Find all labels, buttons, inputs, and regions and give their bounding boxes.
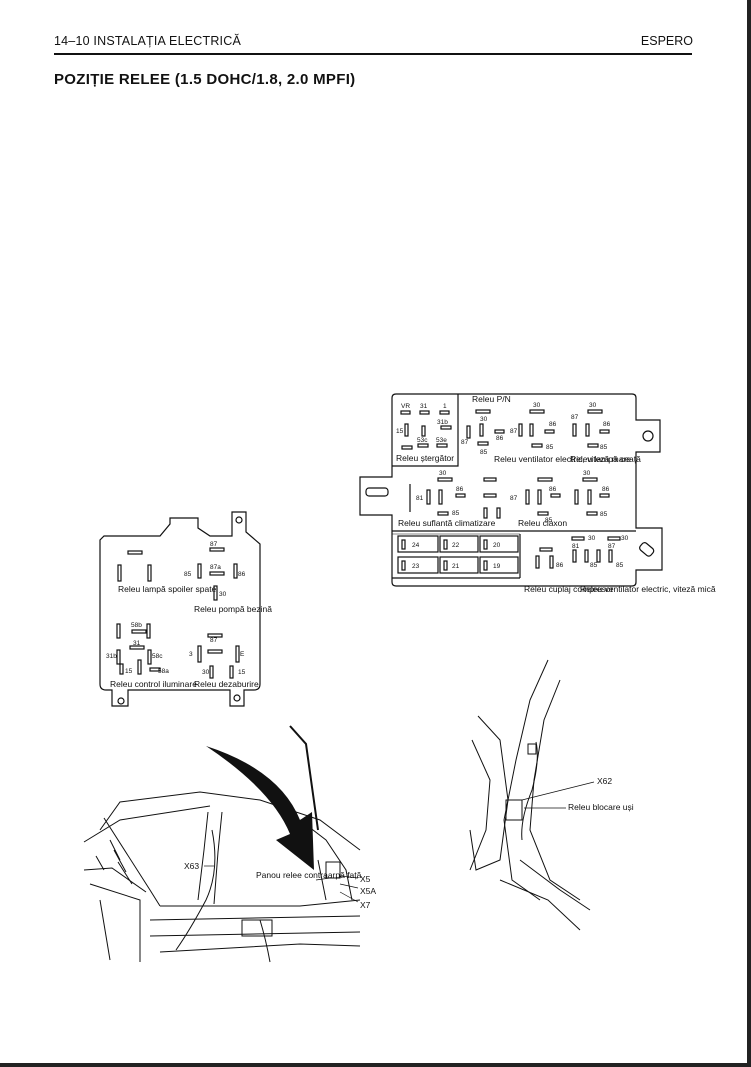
header-model: ESPERO bbox=[640, 34, 693, 48]
pin-pn-87: 87 bbox=[461, 439, 469, 446]
pin-pn-30: 30 bbox=[480, 416, 488, 423]
fuse-19: 19 bbox=[493, 563, 501, 570]
pin-sb-58c: 58c bbox=[152, 653, 163, 660]
pin-fh-87: 87 bbox=[510, 428, 518, 435]
callout-x5a: X5A bbox=[360, 886, 376, 896]
pin-fog-85: 85 bbox=[600, 444, 608, 451]
pin-fl-30a: 30 bbox=[588, 535, 596, 542]
pin-horn-87: 87 bbox=[510, 495, 518, 502]
label-fan-low-relay: Releu ventilator electric, viteză mică bbox=[580, 584, 716, 594]
pin-fh-86: 86 bbox=[549, 421, 557, 428]
pin-sb-31b: 31b bbox=[106, 653, 117, 660]
pin-sb-87a: 87a bbox=[210, 564, 221, 571]
pin-sb-87: 87 bbox=[210, 541, 218, 548]
pin-31b: 31b bbox=[437, 419, 448, 426]
door-pillar-drawing bbox=[469, 659, 591, 931]
pin-ac-30: 30 bbox=[439, 470, 447, 477]
label-light-control-relay: Releu control iluminare bbox=[110, 679, 197, 689]
pin-fl-81: 81 bbox=[572, 543, 580, 550]
callout-x5: X5 bbox=[360, 874, 371, 884]
pin-sb2-15: 15 bbox=[238, 669, 246, 676]
pin-sb-e: E bbox=[240, 651, 245, 658]
header-rule bbox=[54, 53, 692, 55]
pin-sb2-87: 87 bbox=[210, 637, 218, 644]
fuse-21: 21 bbox=[452, 563, 460, 570]
pin-sb-86: 86 bbox=[238, 571, 246, 578]
label-horn-relay: Releu claxon bbox=[518, 518, 567, 528]
location-arrow bbox=[206, 746, 314, 870]
pin-fog-86: 86 bbox=[603, 421, 611, 428]
pin-fog-87: 87 bbox=[571, 414, 579, 421]
callout-relay-panel: Panou relee contraarpă față bbox=[256, 870, 362, 880]
pin-horn-85: 85 bbox=[545, 517, 553, 524]
label-wiper-relay: Releu ștergător bbox=[396, 453, 454, 463]
pin-53e: 53e bbox=[436, 437, 447, 444]
pin-sb-85: 85 bbox=[184, 571, 192, 578]
fuse-23: 23 bbox=[412, 563, 420, 570]
label-ac-blower-relay: Releu suflantă climatizare bbox=[398, 518, 496, 528]
callout-door-lock-relay: Releu blocare uși bbox=[568, 802, 634, 812]
pin-r4-86: 86 bbox=[602, 486, 610, 493]
pin-r4-85: 85 bbox=[600, 511, 608, 518]
pin-1: 1 bbox=[443, 403, 447, 410]
header-section: 14–10 INSTALAȚIA ELECTRICĂ bbox=[54, 34, 241, 48]
pin-53c: 53c bbox=[417, 437, 428, 444]
pin-cl-86: 86 bbox=[556, 562, 564, 569]
page-title: POZIȚIE RELEE (1.5 DOHC/1.8, 2.0 MPFI) bbox=[54, 71, 356, 88]
fuse-24: 24 bbox=[412, 542, 420, 549]
label-clutch-relay: Releu cuplaj compresor bbox=[524, 584, 613, 594]
label-spoiler-relay: Releu lampă spoiler spate bbox=[118, 584, 217, 594]
pin-fog-30: 30 bbox=[589, 402, 597, 409]
pin-fh-85: 85 bbox=[546, 444, 554, 451]
label-fog-relay: Releu lampă ceață bbox=[570, 454, 641, 464]
label-fuel-pump-relay: Releu pompă bezină bbox=[194, 604, 272, 614]
small-relay-box bbox=[99, 511, 261, 707]
pin-pn-85: 85 bbox=[480, 449, 488, 456]
main-relay-box bbox=[359, 393, 663, 587]
pin-sb-58a: 58a bbox=[158, 668, 169, 675]
pin-31: 31 bbox=[420, 403, 428, 410]
label-fan-high-relay: Releu ventilator electric, viteză mare bbox=[494, 454, 631, 464]
fuse-22: 22 bbox=[452, 542, 460, 549]
label-defog-relay: Releu dezaburire bbox=[194, 679, 259, 689]
pin-sb-15a: 15 bbox=[125, 668, 133, 675]
pin-ac-86: 86 bbox=[456, 486, 464, 493]
callout-x62: X62 bbox=[597, 776, 612, 786]
label-pn-relay: Releu P/N bbox=[472, 394, 511, 404]
pin-fl-85b: 85 bbox=[616, 562, 624, 569]
pin-sb-30: 30 bbox=[219, 591, 227, 598]
pin-sb2-30: 30 bbox=[202, 669, 210, 676]
pin-r4-30: 30 bbox=[583, 470, 591, 477]
pin-horn-86: 86 bbox=[549, 486, 557, 493]
pin-ac-85: 85 bbox=[452, 510, 460, 517]
pin-fl-87: 87 bbox=[608, 543, 616, 550]
pin-ac-81: 81 bbox=[416, 495, 424, 502]
pin-fh-30: 30 bbox=[533, 402, 541, 409]
pin-pn-86: 86 bbox=[496, 435, 504, 442]
callout-x7: X7 bbox=[360, 900, 371, 910]
callout-x63: X63 bbox=[184, 861, 199, 871]
pin-sb-58b: 58b bbox=[131, 622, 142, 629]
pin-fl-85a: 85 bbox=[590, 562, 598, 569]
car-interior-drawing bbox=[83, 791, 361, 963]
pin-15: 15 bbox=[396, 428, 404, 435]
pin-fl-30b: 30 bbox=[621, 535, 629, 542]
pin-sb-31: 31 bbox=[133, 640, 141, 647]
pin-vr: VR bbox=[401, 403, 410, 410]
pin-sb-3: 3 bbox=[189, 651, 193, 658]
fuse-20: 20 bbox=[493, 542, 501, 549]
